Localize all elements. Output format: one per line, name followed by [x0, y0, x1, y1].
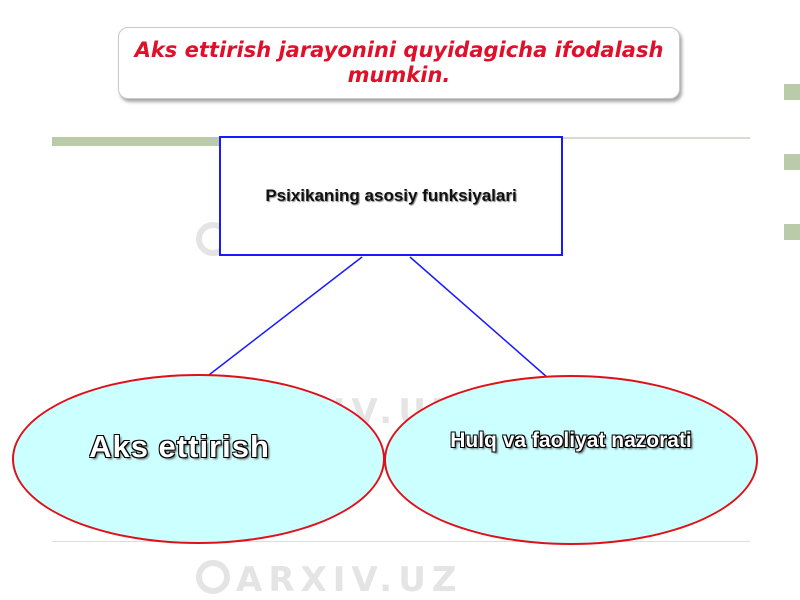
header-rule-gray	[460, 137, 750, 139]
left-node: Aks ettirish	[12, 374, 385, 544]
center-node-label: Psixikaning asosiy funksiyalari	[265, 186, 517, 205]
left-node-label: Aks ettirish	[89, 429, 270, 464]
title-box: Aks ettirish jarayonini quyidagicha ifod…	[118, 27, 680, 99]
right-node-label: Hulq va faoliyat nazorati	[450, 429, 692, 452]
slide-title: Aks ettirish jarayonini quyidagicha ifod…	[134, 37, 664, 87]
side-bullet-bottom	[784, 224, 800, 240]
connector-left	[204, 256, 363, 379]
side-bullet-mid	[784, 154, 800, 170]
side-bullet-top	[784, 84, 800, 100]
center-node: Psixikaning asosiy funksiyalari	[219, 136, 563, 256]
right-node: Hulq va faoliyat nazorati	[384, 375, 758, 545]
footer-rule	[52, 541, 750, 542]
connector-right	[409, 256, 549, 379]
